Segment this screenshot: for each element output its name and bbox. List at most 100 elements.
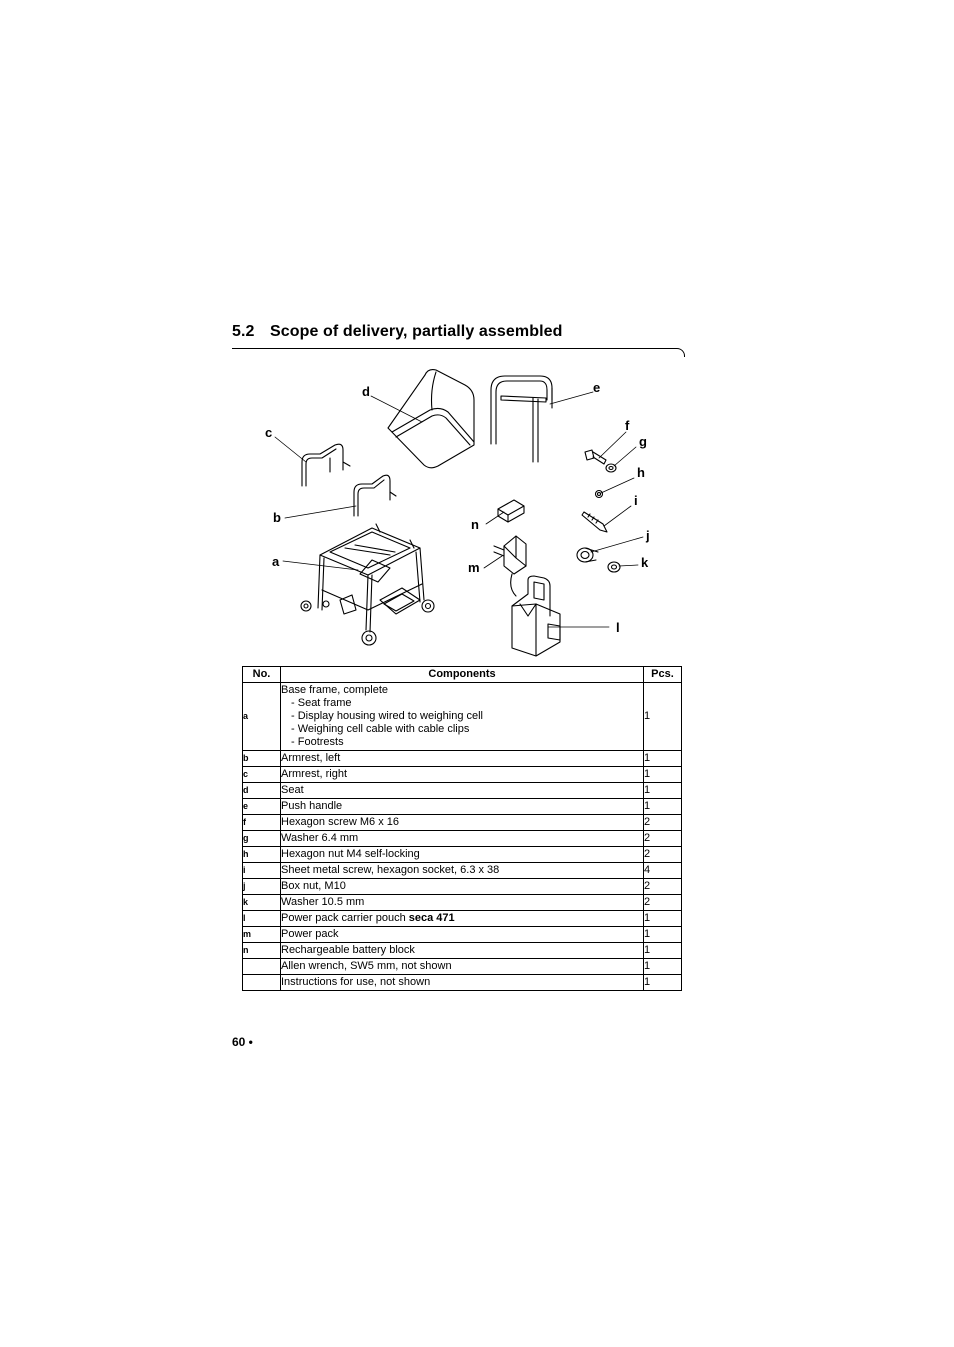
row-pcs: 1: [643, 782, 682, 799]
row-desc: Hexagon nut M4 self-locking: [280, 846, 644, 863]
table-row: a Base frame, complete Seat frame Displa…: [242, 682, 682, 751]
row-pcs: 1: [643, 942, 682, 959]
row-pcs: 1: [643, 766, 682, 783]
row-desc: Allen wrench, SW5 mm, not shown: [280, 958, 644, 975]
figure-label-m: m: [468, 560, 480, 575]
figure-label-l: l: [616, 620, 620, 635]
power-pack-drawing: [493, 535, 527, 597]
row-no: g: [242, 830, 281, 847]
row-pcs: 1: [643, 682, 682, 751]
row-no: n: [242, 942, 281, 959]
row-pcs: 1: [643, 750, 682, 767]
row-pcs: 2: [643, 830, 682, 847]
battery-drawing: [497, 499, 525, 523]
row-no: m: [242, 926, 281, 943]
row-no: [242, 958, 281, 975]
figure-label-j: j: [645, 528, 650, 543]
row-pcs: 2: [643, 846, 682, 863]
figure-label-a: a: [272, 554, 280, 569]
row-desc: Base frame, complete Seat frame Display …: [280, 682, 644, 751]
leader-lines: [274, 391, 644, 628]
figure-label-c: c: [265, 425, 272, 440]
row-desc: Seat: [280, 782, 644, 799]
row-pcs: 1: [643, 798, 682, 815]
row-pcs: 1: [643, 926, 682, 943]
base-subitem: Seat frame: [281, 697, 643, 710]
row-no: d: [242, 782, 281, 799]
figure-label-b: b: [273, 510, 281, 525]
row-desc: Push handle: [280, 798, 644, 815]
figure-label-n: n: [471, 517, 479, 532]
hex-screw-drawing: [584, 449, 607, 465]
armrest-right-drawing: [301, 443, 351, 487]
figure-label-i: i: [634, 493, 638, 508]
sheet-metal-screw-drawing: [581, 511, 608, 533]
row-pcs: 4: [643, 862, 682, 879]
row-desc: Armrest, left: [280, 750, 644, 767]
base-subitem: Display housing wired to weighing cell: [281, 710, 643, 723]
row-no: k: [242, 894, 281, 911]
row-desc: Sheet metal screw, hexagon socket, 6.3 x…: [280, 862, 644, 879]
figure-label-g: g: [639, 434, 647, 449]
base-subitem: Footrests: [281, 736, 643, 749]
row-no: i: [242, 862, 281, 879]
row-no: b: [242, 750, 281, 767]
pouch-desc: Power pack carrier pouch: [281, 912, 409, 924]
row-no: f: [242, 814, 281, 831]
carrier-pouch-drawing: [511, 575, 561, 657]
table-row: l Power pack carrier pouch seca 471 1: [242, 910, 682, 927]
figure-label-e: e: [593, 380, 600, 395]
row-desc: Washer 10.5 mm: [280, 894, 644, 911]
row-pcs: 2: [643, 878, 682, 895]
row-no: j: [242, 878, 281, 895]
table-header-row: No. Components Pcs.: [242, 666, 682, 683]
figure-label-d: d: [362, 384, 370, 399]
row-desc: Power pack carrier pouch seca 471: [280, 910, 644, 927]
row-desc: Box nut, M10: [280, 878, 644, 895]
row-desc: Hexagon screw M6 x 16: [280, 814, 644, 831]
figure-label-f: f: [625, 418, 630, 433]
row-no: e: [242, 798, 281, 815]
row-desc: Power pack: [280, 926, 644, 943]
washer-large-drawing: [607, 561, 621, 573]
row-no: h: [242, 846, 281, 863]
row-pcs: 1: [643, 958, 682, 975]
base-title: Base frame, complete: [281, 684, 388, 696]
page-number: 60 •: [232, 1035, 253, 1049]
figure-label-k: k: [641, 555, 649, 570]
row-pcs: 1: [643, 910, 682, 927]
row-desc: Rechargeable battery block: [280, 942, 644, 959]
section-number: 5.2: [232, 323, 255, 340]
hex-nut-drawing: [594, 489, 604, 499]
header-components: Components: [280, 666, 644, 683]
header-pcs: Pcs.: [643, 666, 682, 683]
row-no: a: [242, 682, 281, 751]
row-desc: Instructions for use, not shown: [280, 974, 644, 991]
heading-rule: [232, 348, 685, 357]
row-pcs: 2: [643, 814, 682, 831]
header-no: No.: [242, 666, 281, 683]
row-pcs: 1: [643, 974, 682, 991]
seat-drawing: [387, 369, 475, 469]
row-desc: Armrest, right: [280, 766, 644, 783]
row-no: c: [242, 766, 281, 783]
base-subitems: Seat frame Display housing wired to weig…: [281, 697, 643, 749]
base-subitem: Weighing cell cable with cable clips: [281, 723, 643, 736]
base-frame-drawing: [300, 523, 435, 646]
washer-small-drawing: [605, 463, 617, 473]
pouch-model: seca 471: [408, 912, 455, 924]
